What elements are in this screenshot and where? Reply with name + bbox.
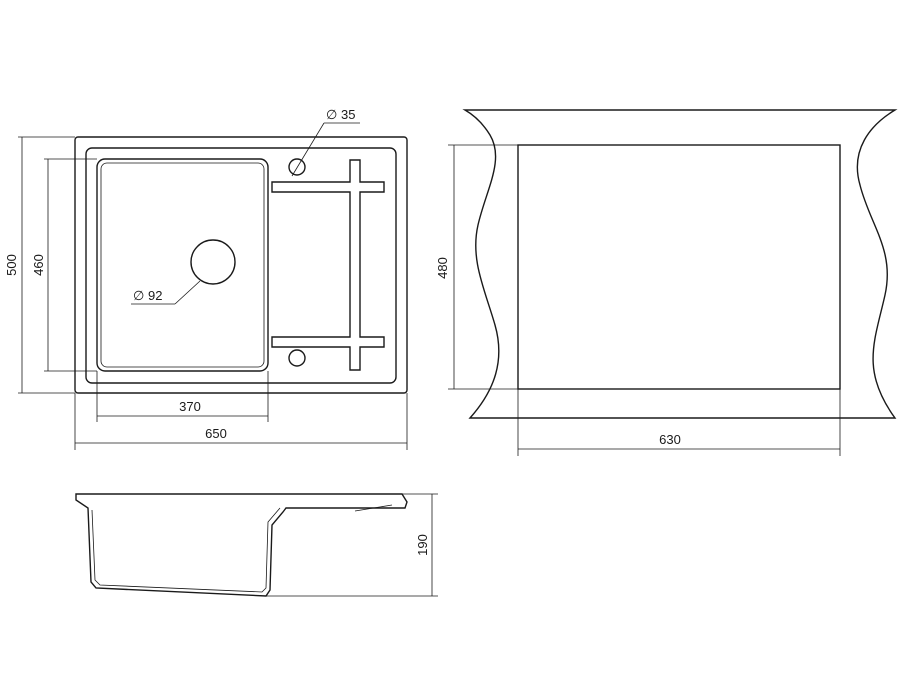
drain-hole [190, 239, 236, 285]
dim-bowl-width: 370 [96, 371, 269, 422]
tap-hole-top [288, 158, 306, 176]
dim-cutout-width-label: 630 [659, 432, 681, 447]
bowl-outline [96, 158, 269, 372]
side-profile-inner [91, 507, 281, 593]
cutout-rectangle [517, 144, 841, 390]
dim-cutout-depth-label: 480 [435, 257, 450, 279]
dim-tap-hole-diameter: ∅ 35 [291, 107, 360, 177]
dim-overall-depth: 500 [4, 136, 75, 394]
dim-bowl-height-label: 190 [415, 534, 430, 556]
countertop-outline [462, 109, 898, 419]
dim-overall-width-label: 650 [205, 426, 227, 441]
inner-rim [85, 147, 397, 384]
cutout-view [462, 109, 898, 419]
dim-tap-hole-diameter-label: 35 [341, 107, 355, 122]
top-view [74, 136, 408, 394]
dim-bowl-depth-label: 460 [31, 254, 46, 276]
outer-rim [74, 136, 408, 394]
dim-bowl-depth: 460 [31, 158, 97, 372]
dim-bowl-width-label: 370 [179, 399, 201, 414]
side-profile-outline [75, 493, 408, 597]
tap-diameter-symbol: ∅ [326, 107, 337, 122]
bowl-inner-outline [100, 162, 265, 368]
drain-diameter-symbol: ∅ [133, 288, 144, 303]
side-drain-slope [354, 504, 393, 512]
dim-bowl-height: 190 [266, 493, 438, 597]
dim-drain-diameter: ∅ 92 [131, 280, 201, 305]
dim-overall-depth-label: 500 [4, 254, 19, 276]
dim-cutout-width: 630 [517, 389, 841, 456]
drain-rib-top [271, 159, 385, 371]
dim-drain-diameter-label: 92 [148, 288, 162, 303]
dim-overall-width: 650 [74, 393, 408, 450]
tap-hole-bottom [288, 349, 306, 367]
side-view [75, 493, 408, 597]
dim-cutout-depth: 480 [435, 144, 518, 390]
